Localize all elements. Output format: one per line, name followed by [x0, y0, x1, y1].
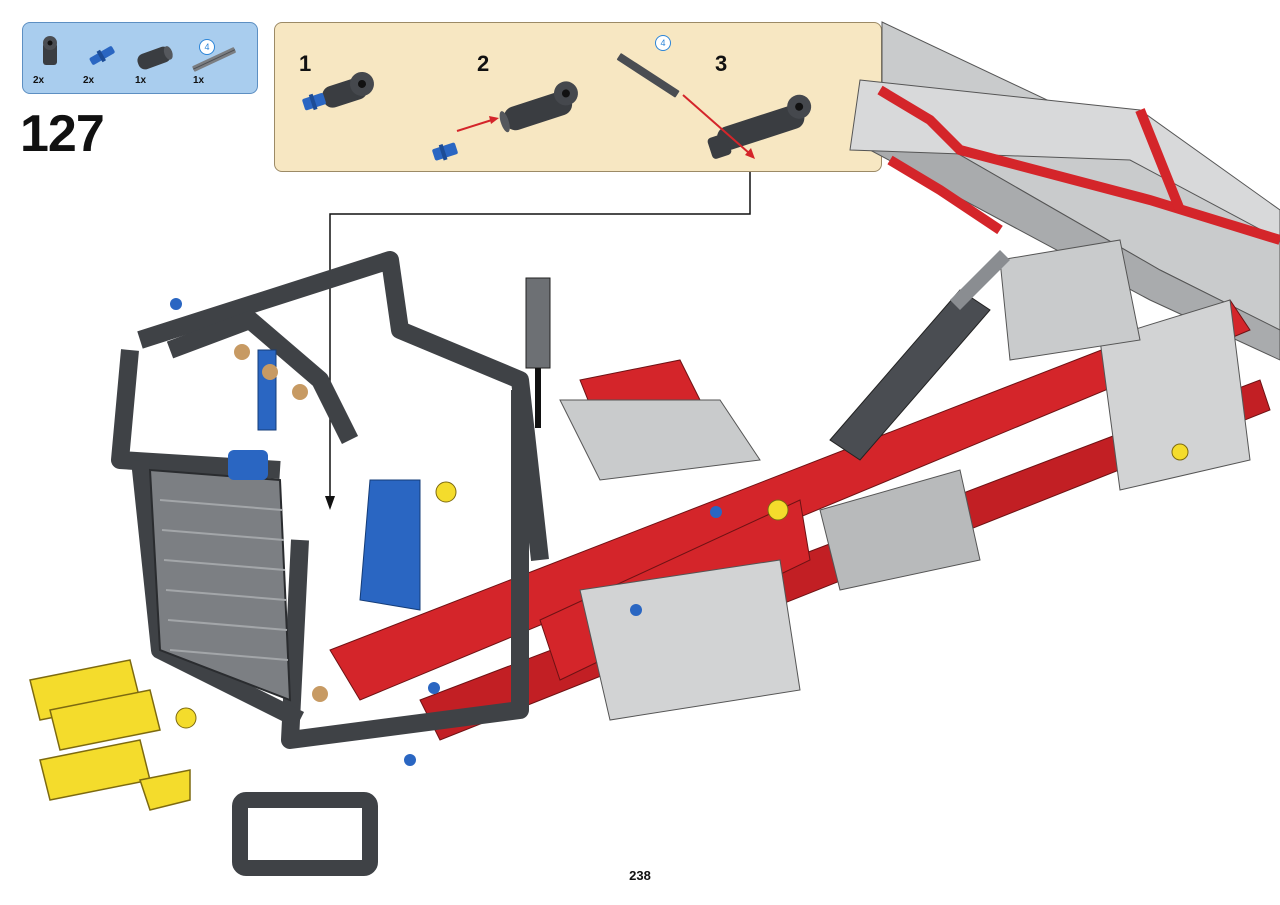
subassembly-illustration	[302, 53, 812, 161]
part-qty: 1x	[135, 75, 147, 86]
axle-length-badge: 4	[655, 35, 671, 51]
substep-2-assembly	[432, 81, 578, 161]
substep-3-assembly	[616, 53, 812, 159]
part-qty: 2x	[33, 75, 45, 86]
part-axle: 4 1x	[187, 29, 243, 89]
dark-grey-beam-icon	[137, 46, 173, 70]
parts-list-box: 2x 2x 1x 4 1x	[22, 22, 258, 94]
subassembly-callout: 1 2 3 4	[274, 22, 882, 172]
page-number: 238	[629, 868, 651, 883]
part-qty: 2x	[83, 75, 95, 86]
substep-label-2: 2	[477, 51, 490, 76]
step-number: 127	[20, 105, 105, 163]
part-qty: 1x	[193, 75, 205, 86]
pins	[170, 298, 1189, 766]
grey-axle-icon	[192, 47, 236, 72]
part-beam-connector: 1x	[129, 29, 185, 89]
steering-column	[525, 277, 551, 428]
cab-frame	[111, 251, 549, 749]
part-connector-peg: 2x	[27, 29, 83, 89]
radiator-grille	[148, 468, 292, 702]
dump-cylinder	[829, 250, 1010, 461]
dark-grey-connector-icon	[43, 36, 57, 65]
dump-bed	[849, 21, 1280, 361]
blue-pin-icon	[89, 46, 115, 65]
substep-label-3: 3	[715, 51, 728, 76]
substep-label-1: 1	[299, 51, 312, 76]
substep-1-assembly	[302, 71, 374, 111]
part-axle-pin: 2x	[77, 29, 133, 89]
front-hitch	[232, 792, 378, 876]
callout-leader-line	[329, 172, 751, 500]
axle-length-badge: 4	[199, 39, 215, 55]
gearbox-blocks	[559, 239, 1251, 721]
callout-arrowhead	[325, 496, 335, 510]
front-bumper	[29, 659, 191, 811]
